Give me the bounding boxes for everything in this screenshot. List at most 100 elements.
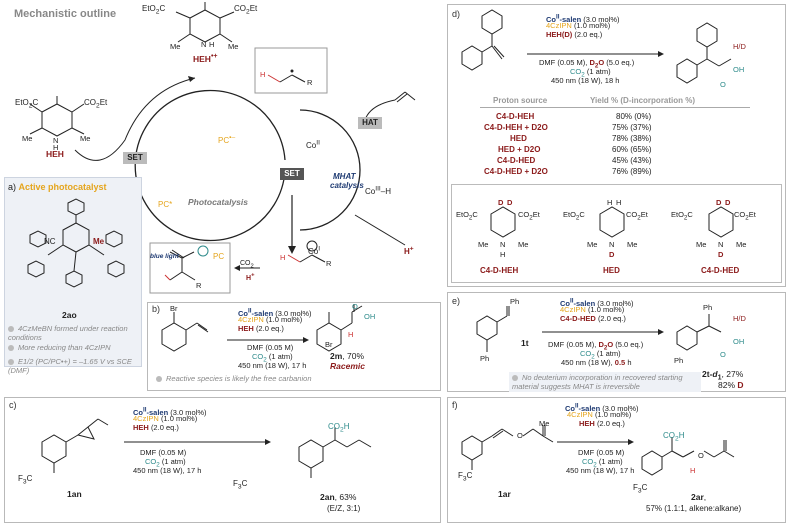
panel-d-cond1: DMF (0.05 M), D2O (5.0 eq.) [539,58,635,70]
panel-c-scheme [41,418,372,478]
panel-b-note: Reactive species is likely the free carb… [166,374,312,383]
reagent-3-d: D [718,250,724,259]
photocatalysis-cycle [134,89,286,242]
panel-c [4,397,441,523]
anion-h: H [280,253,286,262]
mhat-label-2: catalysis [330,181,364,190]
catalyst-cn: NC [44,237,56,246]
reagent-2-me-r: Me [627,240,638,249]
reagent-1-me-r: Me [518,240,529,249]
panel-f-reagent: HEH (2.0 eq.) [579,419,625,428]
panel-b-product: 2m, 70% [330,351,365,361]
set-curved-arrow [74,77,196,161]
heh-nh: N [53,136,59,145]
reagent-2-d: D [609,250,615,259]
mechanism-diagram [29,2,416,294]
reagent-1-label: C4-D-HEH [480,266,519,275]
pc-label: PC [213,252,225,261]
table-header-source: Proton source [493,96,548,105]
page-title: Mechanistic outline [14,8,117,20]
heh-me-left: Me [22,134,33,143]
heh-me-right: Me [80,134,91,143]
heh-structure [29,96,85,137]
panel-e-label: e) [452,296,461,306]
panel-d-scheme [461,9,732,84]
reagent-1-ester-right: CO2Et [518,210,540,222]
panel-c-co2h: CO2H [328,422,350,434]
panel-f-h: H [690,466,696,475]
pc-radical-anion: PC•– [218,134,236,145]
panel-e-cat1: CoII-salen (3.0 mol%) [560,297,634,308]
set-box-top: SET [123,152,147,164]
panel-f [447,397,786,523]
heh-rc-me-right: Me [228,42,239,51]
panel-c-f3c-left: F3C [18,474,33,486]
heh-rc-n: N [201,40,207,49]
reagent-2-ester-left: EtO2C [563,210,585,222]
panel-b-cat1: CoII-salen (3.0 mol%) [238,307,312,318]
reagent-2-h2: H [616,198,622,207]
reagent-1-d1: D [498,198,504,207]
panel-a-note-2: More reducing than 4CzIPN [18,343,111,352]
set-box-center: SET [280,168,304,180]
panel-c-product: 2an, 63% [320,492,357,502]
acid-r: R [196,281,202,290]
panel-e-ph1: Ph [510,297,520,306]
panel-f-o2: O [698,451,704,460]
panel-b-br: Br [170,304,178,313]
panel-e-cond2: CO2 (1 atm) [580,349,621,361]
h-plus-label: H+ [404,245,414,256]
reagent-structures [490,206,734,238]
panel-e-oh: OH [733,337,745,346]
heh-rc-me-left: Me [170,42,181,51]
panel-b-oh: OH [364,312,376,321]
catalyst-2ao-structure [27,198,125,288]
panel-d-cond2: CO2 (1 atm) [570,67,611,79]
panel-d-oh: OH [733,65,745,74]
panel-f-product: 2ar, [691,492,707,502]
reagent-3-label: C4-D-HED [701,266,740,275]
table-divider [480,107,750,108]
alkene-substrate [394,91,416,103]
panel-f-cat2: 4CzIPN (1.0 mol%) [567,410,632,419]
panel-e-sm: 1t [521,338,529,348]
panel-b [147,302,441,391]
panel-b-h: H [348,330,354,339]
panel-f-cond1: DMF (0.05 M) [578,448,625,457]
panel-b-racemic: Racemic [330,361,365,371]
anion-r: R [326,259,332,268]
panel-f-cond2: CO2 (1 atm) [582,457,623,469]
reagent-3-d2: D [725,198,731,207]
panel-c-reagent: HEH (2.0 eq.) [133,423,179,432]
heh-rc-ester-right: CO2Et [234,4,258,16]
panel-c-label: c) [9,400,17,410]
ester-left: EtO2C [15,98,39,110]
panel-d-cat2: 4CzIPN (1.0 mol%) [546,21,611,30]
panel-e-scheme [476,306,722,352]
reagent-2-h1: H [607,198,613,207]
panel-e-reagent: C4-D-HED (2.0 eq.) [560,314,626,323]
carboxylate-box [149,242,231,294]
panel-f-f3c-right: F3C [633,483,648,495]
table-header-yield: Yield % (D-incorporation %) [590,96,696,105]
panel-f-co2h: CO2H [663,431,685,443]
panel-e-ph2: Ph [480,354,490,363]
panel-f-cat1: CoII-salen (3.0 mol%) [565,402,639,413]
reagent-2-me-l: Me [587,240,598,249]
ester-right: CO2Et [84,98,108,110]
co2-label: CO2 [240,260,254,270]
radical-h: H [260,70,266,79]
panel-c-f3c-right: F3C [233,479,248,491]
panel-d-hd: H/D [733,42,746,51]
h-plus-2: H+ [246,273,255,283]
panel-b-reagent: HEH (2.0 eq.) [238,324,284,333]
panel-b-scheme [161,304,363,352]
reagent-1-me-l: Me [478,240,489,249]
panel-c-cond1: DMF (0.05 M) [140,448,187,457]
panel-e-product: 2t-d1, 27% [702,369,744,382]
heh-rc-h: H [209,40,215,49]
co-iii-h-label: CoIII–H [365,185,392,196]
panel-f-scheme [461,425,735,476]
reagent-structures-box [451,184,782,283]
panel-d-label: d) [452,9,461,19]
